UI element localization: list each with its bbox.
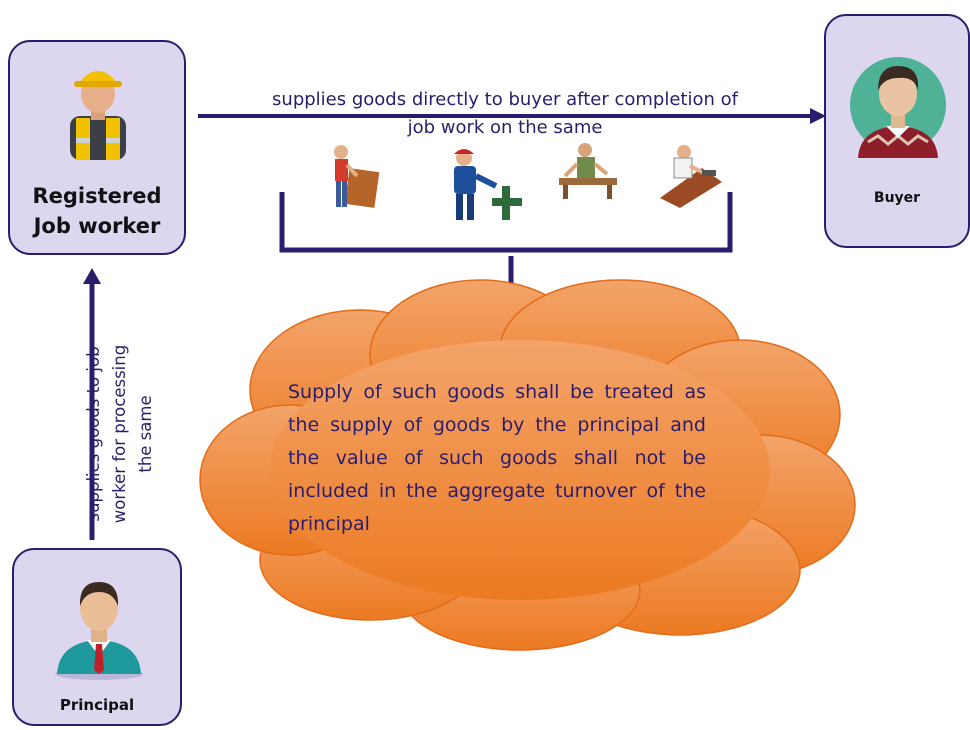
edge-label-principal-to-worker: supplies goods to job worker for process… [81,279,159,589]
cloud-shape [199,279,856,651]
edge-label-worker-to-buyer: supplies goods directly to buyer after c… [180,86,830,142]
job-worker-label-line2: Job worker [33,214,161,238]
workers-bracket [279,192,733,253]
mechanic-icon [454,149,522,220]
businessman-icon [55,582,143,680]
edge-label-line1: supplies goods directly to buyer after c… [272,89,738,110]
carpenter-icon [334,145,380,208]
construction-worker-icon [70,71,126,160]
vert-label-line2: worker for processing [110,344,129,524]
planer-icon [660,145,722,208]
woodworker-icon [559,143,617,199]
node-buyer: Buyer [824,14,970,248]
cloud-text: Supply of such goods shall be treated as… [288,381,706,535]
arrow-principal-to-worker [83,268,101,540]
man-in-sweater-icon [850,57,946,158]
node-registered-job-worker: Registered Job worker [8,40,186,255]
node-principal: Principal [12,548,182,726]
job-worker-label-line1: Registered [32,184,162,208]
buyer-label: Buyer [873,190,921,206]
arrow-worker-to-buyer [198,108,826,124]
principal-label: Principal [59,696,135,714]
vert-label-line1: supplies goods to job [84,346,103,522]
edge-label-line2: job work on the same [407,117,603,138]
vert-label-line3: the same [136,395,155,473]
